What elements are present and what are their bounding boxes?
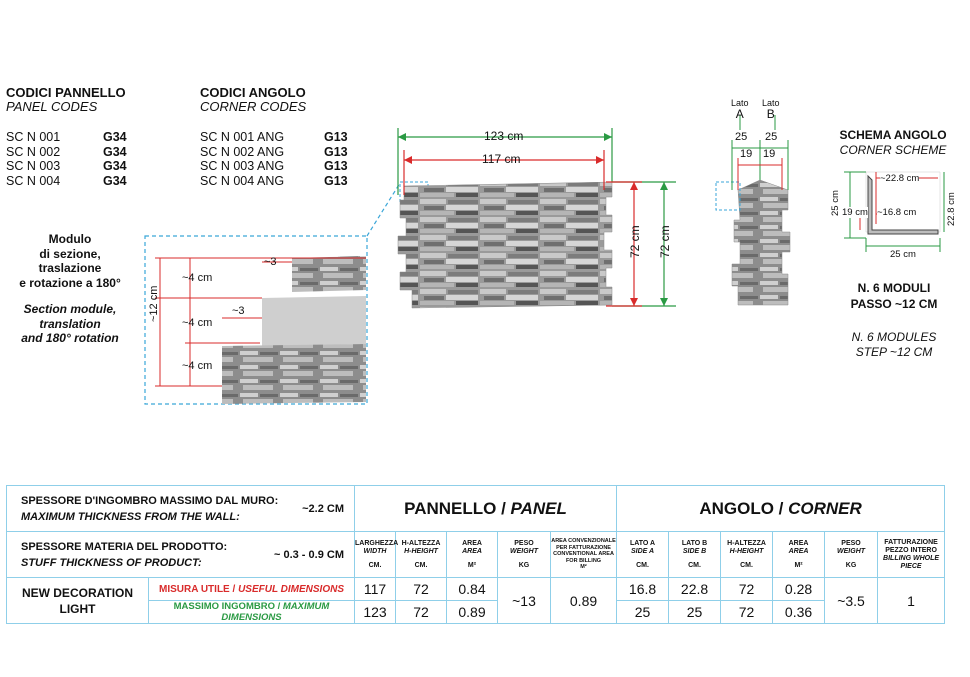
panel-weight: ~13	[497, 577, 551, 624]
corner-codes-block: CODICI ANGOLO CORNER CODES	[200, 86, 306, 114]
panel-codes-title: CODICI PANNELLO	[6, 85, 126, 100]
panel-codes-block: CODICI PANNELLO PANEL CODES	[6, 86, 126, 114]
panel-dimension-lines	[397, 128, 676, 307]
technical-drawing	[144, 115, 945, 405]
corner-scheme-heading: SCHEMA ANGOLO CORNER SCHEME	[839, 128, 947, 157]
lato-b-label: Lato B	[762, 98, 780, 121]
corner-scheme-25-left: 25 cm	[830, 190, 841, 216]
panel-codes-subtitle: PANEL CODES	[6, 99, 98, 114]
stone-strip	[222, 344, 366, 404]
corner-header: ANGOLO / CORNER	[616, 485, 946, 532]
panel-image	[397, 181, 613, 309]
detail-shift-2: ~3	[232, 305, 245, 317]
detail-callout	[144, 181, 429, 405]
corner-scheme-19: 19 cm	[842, 207, 868, 218]
panel-width-max: 123 cm	[484, 129, 524, 143]
stuff-thickness-cell: SPESSORE MATERIA DEL PRODOTTO: STUFF THI…	[6, 531, 355, 578]
detail-dim-1: ~4 cm	[182, 272, 213, 284]
modules-en: N. 6 MODULES STEP ~12 CM	[851, 330, 937, 359]
corner-scheme-228: ~22.8 cm	[880, 173, 920, 184]
corner-b-max: 25	[765, 131, 778, 143]
corner-scheme-168: ~16.8 cm	[877, 207, 917, 218]
lato-a-label: Lato A	[731, 98, 749, 121]
max-row-label: MASSIMO INGOMBRO / MAXIMUM DIMENSIONS	[148, 600, 355, 624]
corner-weight: ~3.5	[824, 577, 879, 624]
wall-thickness-cell: SPESSORE D'INGOMBRO MASSIMO DAL MURO: MA…	[6, 485, 355, 532]
corner-codes-subtitle: CORNER CODES	[200, 99, 307, 114]
corner-a-max: 25	[735, 131, 748, 143]
corner-b-useful: 19	[763, 148, 776, 160]
panel-header: PANNELLO / PANEL	[353, 485, 618, 532]
specs-table: SPESSORE D'INGOMBRO MASSIMO DAL MURO: MA…	[6, 485, 946, 624]
detail-height: ~12 cm	[148, 285, 160, 322]
wall-thickness-value: ~2.2 CM	[302, 502, 344, 515]
corner-a-useful: 19	[740, 148, 753, 160]
table-row: MASSIMO INGOMBRO / MAXIMUM DIMENSIONS 12…	[7, 600, 945, 624]
stone-strip	[262, 296, 366, 346]
panel-billing: 0.89	[549, 577, 618, 624]
panel-width-useful: 117 cm	[482, 152, 521, 166]
useful-row-label: MISURA UTILE / USEFUL DIMENSIONS	[148, 577, 355, 601]
corner-billing: 1	[877, 577, 946, 624]
corner-image	[715, 115, 791, 306]
stone-strip	[292, 256, 366, 292]
corner-scheme-25-bottom: 25 cm	[890, 249, 916, 260]
module-note: Modulo di sezione, traslazione e rotazio…	[19, 232, 121, 345]
corner-scheme-228-right: 22.8 cm	[946, 192, 957, 226]
modules-it: N. 6 MODULI PASSO ~12 CM	[850, 281, 938, 311]
corner-codes-title: CODICI ANGOLO	[200, 85, 306, 100]
detail-dim-3: ~4 cm	[182, 360, 213, 372]
panel-height-useful: 72 cm	[628, 225, 642, 258]
detail-dim-2: ~4 cm	[182, 317, 213, 329]
stuff-thickness-value: ~ 0.3 - 0.9 CM	[273, 548, 344, 561]
panel-height-max: 72 cm	[658, 225, 672, 258]
detail-shift-1: ~3	[264, 256, 277, 268]
